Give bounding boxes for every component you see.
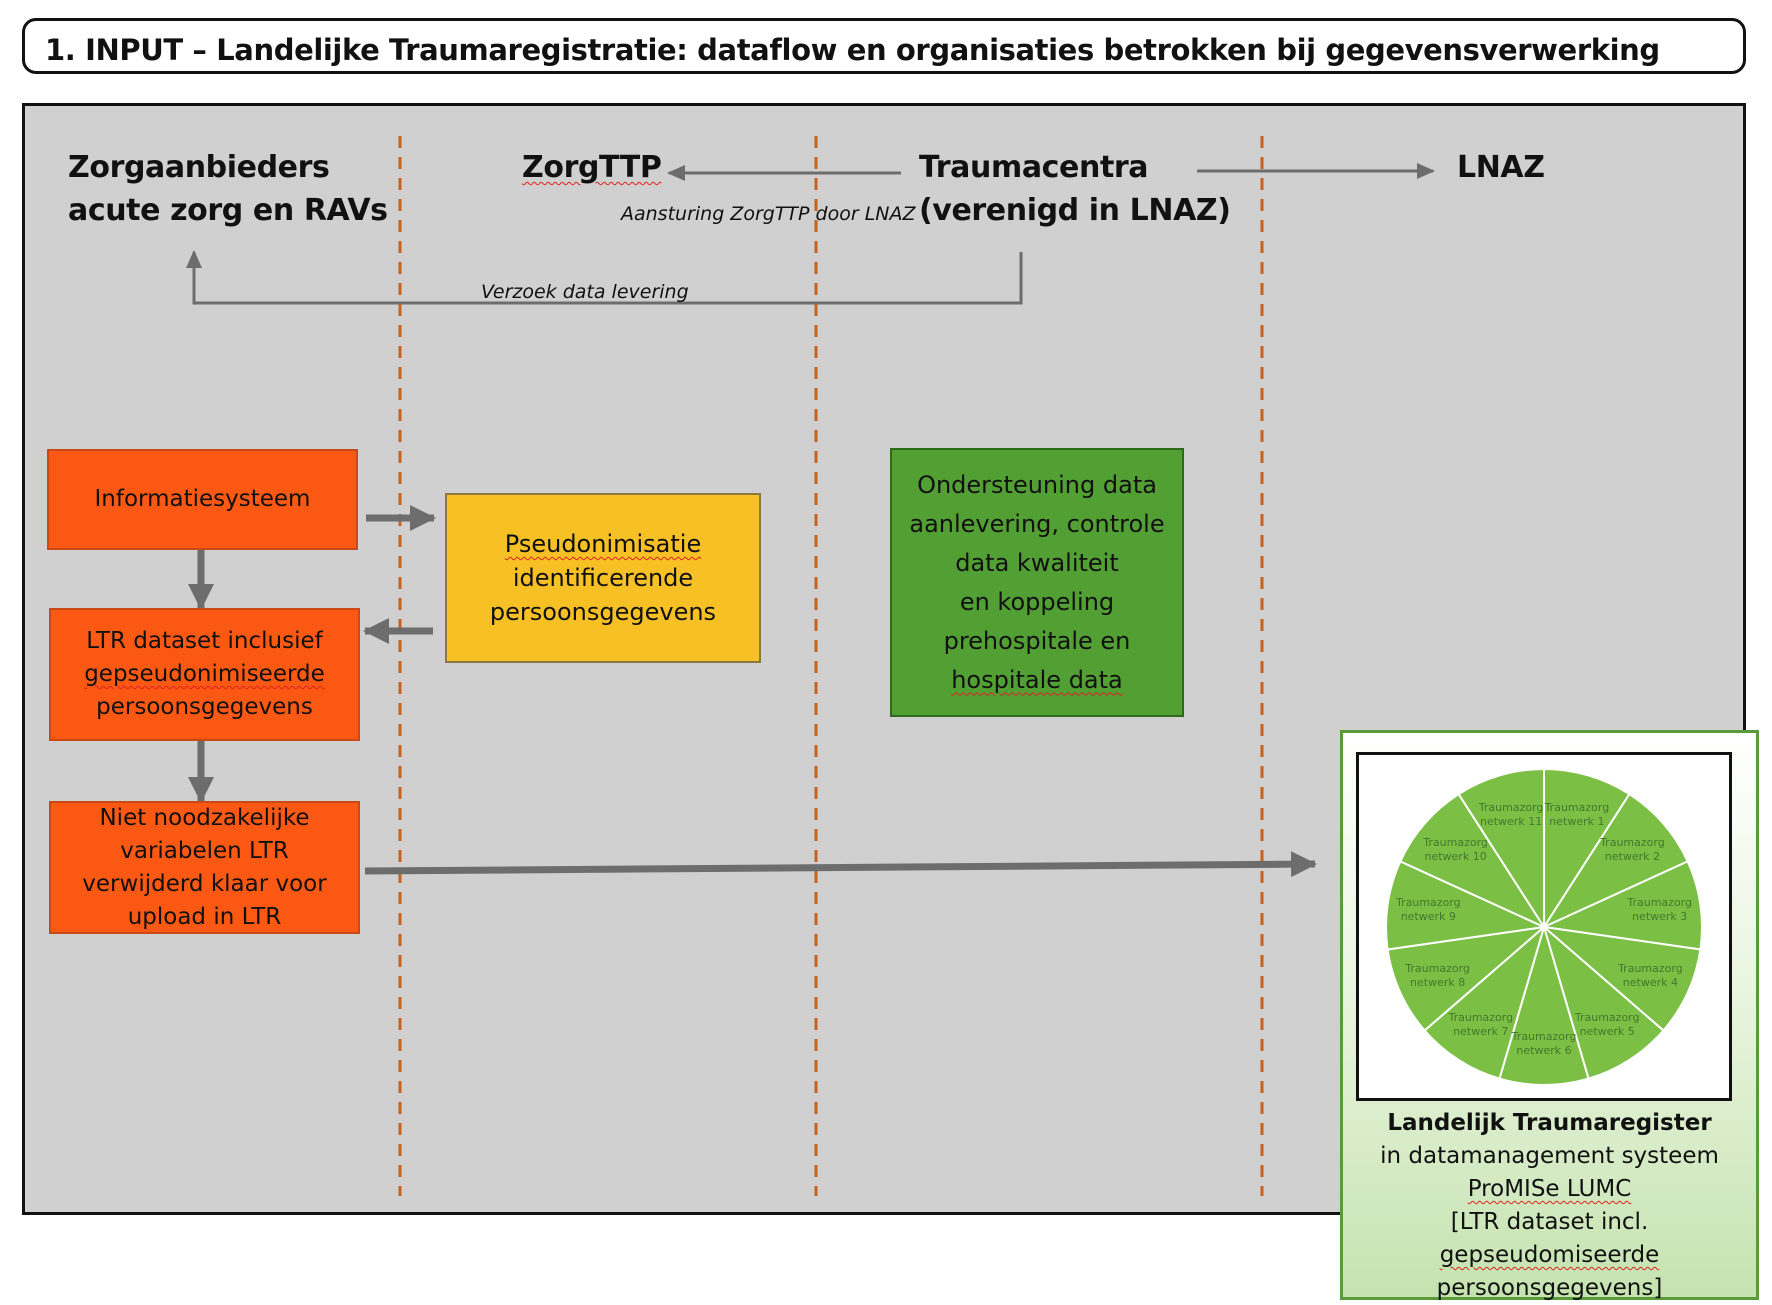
registry-line: gepseudomiseerde (1439, 1242, 1660, 1268)
registry-caption: Landelijk Traumaregister in datamanageme… (1343, 1107, 1756, 1305)
arrow-verzoek-data-levering (186, 250, 1023, 305)
registry-title: Landelijk Traumaregister (1387, 1110, 1712, 1136)
wheel-segment (1541, 792, 1690, 930)
wheel-segment (1542, 924, 1665, 1080)
heading-traumacentra: Traumacentra (verenigd in LNAZ) (919, 150, 1231, 228)
wheel-segment (1457, 767, 1545, 931)
heading-zorgaanbieders: Zorgaanbieders acute zorg en RAVs (68, 150, 388, 228)
box-informatiesysteem: Informatiesysteem (47, 449, 358, 550)
connector-layer (186, 136, 1435, 1196)
box-niet-noodzakelijke: Niet noodzakelijke variabelen LTR verwij… (49, 801, 360, 934)
box-ltr-dataset: LTR dataset inclusief gepseudonimiseerde… (49, 608, 360, 741)
registry-line: in datamanagement systeem (1380, 1143, 1719, 1169)
heading-lnaz: LNAZ (1457, 150, 1545, 185)
wheel-segment (1385, 860, 1548, 951)
wheel-center (1541, 924, 1547, 930)
diagram-panel: Zorgaanbieders acute zorg en RAVs ZorgTT… (22, 103, 1759, 1301)
wheel-segment (1498, 923, 1590, 1086)
box-ondersteuning: Ondersteuning data aanlevering, controle… (890, 448, 1184, 717)
registry-line: ProMISe LUMC (1467, 1176, 1632, 1202)
page-title: 1. INPUT – Landelijke Traumaregistratie:… (45, 33, 1660, 67)
wheel-segment (1540, 925, 1702, 1032)
network-wheel (1385, 767, 1703, 1086)
note-verzoek: Verzoek data levering (481, 281, 689, 303)
arrow-upload-to-registry (364, 851, 1317, 878)
wheel-segment (1386, 925, 1548, 1032)
wheel-segment (1543, 767, 1631, 931)
heading-zorgttp: ZorgTTP (522, 150, 662, 185)
wheel-segment (1398, 792, 1547, 930)
wheel-segment (1540, 860, 1703, 951)
note-aansturing: Aansturing ZorgTTP door LNAZ (621, 203, 916, 225)
wheel-segment (1423, 924, 1546, 1080)
registry-line: persoonsgegevens] (1436, 1275, 1663, 1301)
title-box: 1. INPUT – Landelijke Traumaregistratie:… (22, 18, 1746, 74)
registry-line: [LTR dataset incl. (1450, 1209, 1649, 1235)
box-pseudonimisatie: Pseudonimisatie identificerende persoons… (445, 493, 761, 663)
